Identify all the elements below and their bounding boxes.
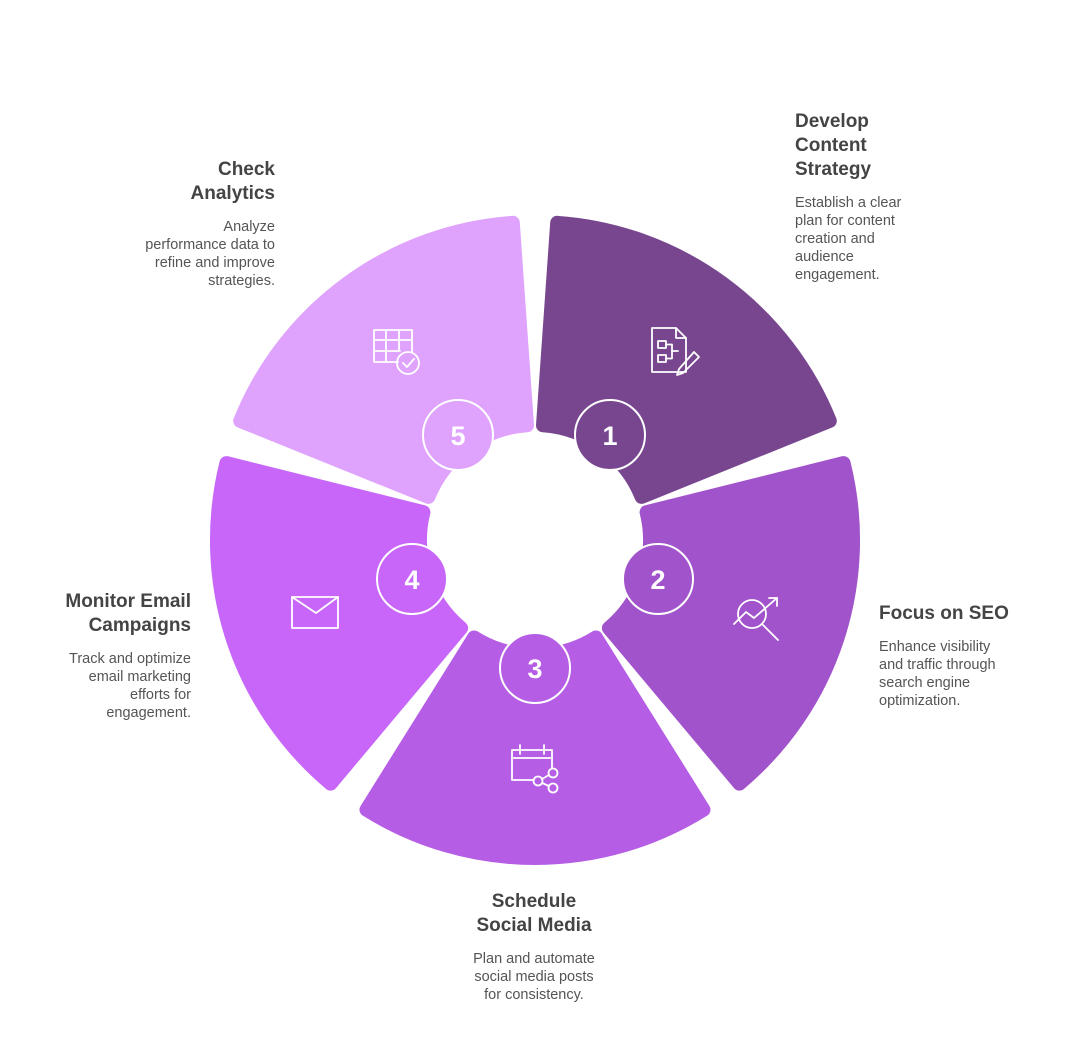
- step-title: Focus on SEO: [879, 603, 1009, 624]
- table-check-icon: [373, 329, 420, 375]
- step-number: 4: [404, 565, 419, 595]
- email-envelope-icon: [291, 596, 339, 629]
- step-title: Monitor Email Campaigns: [65, 591, 191, 636]
- step-number: 2: [650, 565, 665, 595]
- step-title: Check Analytics: [190, 159, 275, 204]
- step-number: 1: [602, 421, 617, 451]
- step-badge-2: 2: [622, 543, 694, 615]
- step-description: Establish a clear plan for content creat…: [795, 195, 902, 283]
- badge-circle: [376, 543, 448, 615]
- badge-circle: [499, 632, 571, 704]
- step-description: Plan and automate social media posts for…: [473, 951, 595, 1003]
- step-4-text: Monitor Email Campaigns Track and optimi…: [20, 590, 191, 722]
- step-2-text: Focus on SEO Enhance visibility and traf…: [879, 602, 1009, 710]
- step-number: 3: [527, 654, 542, 684]
- badge-circle: [622, 543, 694, 615]
- step-number: 5: [450, 421, 465, 451]
- step-title: Develop Content Strategy: [795, 111, 872, 180]
- step-badge-1: 1: [574, 399, 646, 471]
- search-trend-icon: [733, 597, 779, 641]
- step-description: Analyze performance data to refine and i…: [145, 219, 275, 289]
- step-5-text: Check Analytics Analyze performance data…: [95, 158, 275, 290]
- step-badge-3: 3: [499, 632, 571, 704]
- step-description: Enhance visibility and traffic through s…: [879, 639, 996, 709]
- badge-circle: [422, 399, 494, 471]
- document-edit-icon: [651, 327, 700, 376]
- calendar-share-icon: [511, 744, 559, 794]
- badge-circle: [574, 399, 646, 471]
- step-title: Schedule Social Media: [476, 891, 592, 936]
- step-3-text: Schedule Social Media Plan and automate …: [434, 890, 634, 1004]
- step-description: Track and optimize email marketing effor…: [69, 651, 191, 721]
- step-badge-5: 5: [422, 399, 494, 471]
- step-1-text: Develop Content Strategy Establish a cle…: [795, 110, 901, 284]
- step-badge-4: 4: [376, 543, 448, 615]
